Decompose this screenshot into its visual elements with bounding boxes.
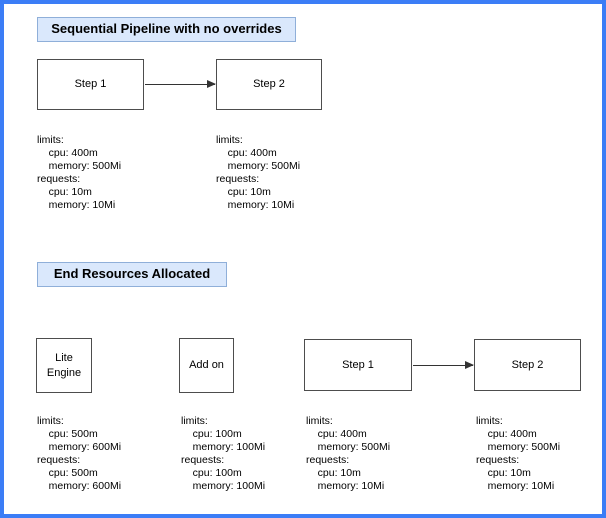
node-step-1-allocated: Step 1 [304,339,412,391]
node-step-1: Step 1 [37,59,144,110]
section-title-sequential-pipeline: Sequential Pipeline with no overrides [37,17,296,42]
arrow-step1-to-step2-allocated [413,360,474,369]
node-step-2: Step 2 [216,59,322,110]
node-step-2-allocated: Step 2 [474,339,581,391]
node-lite-engine: Lite Engine [36,338,92,393]
arrow-step1-to-step2 [145,79,216,88]
section-title-end-resources: End Resources Allocated [37,262,227,287]
node-add-on: Add on [179,338,234,393]
